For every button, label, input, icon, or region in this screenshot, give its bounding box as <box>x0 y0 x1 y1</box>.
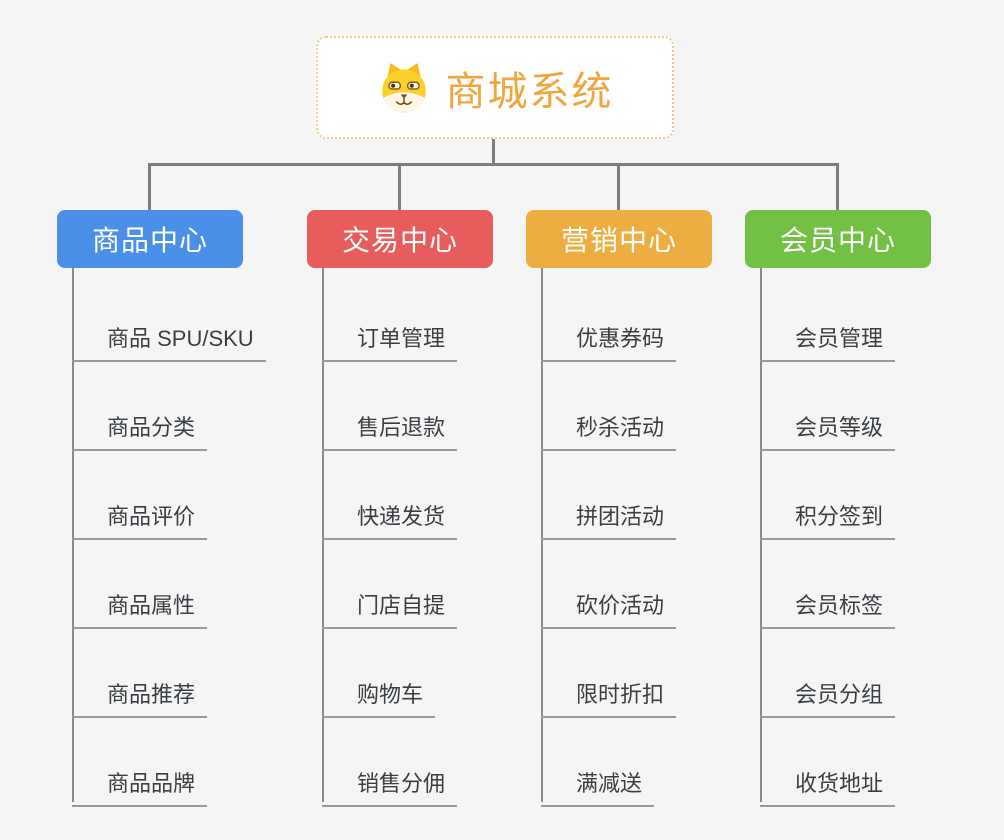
leaf-product-attribute[interactable]: 商品属性 <box>72 579 208 629</box>
connector-branch-3 <box>617 163 620 210</box>
branch-product-center[interactable]: 商品中心 <box>57 210 243 268</box>
leaf-spend-discount[interactable]: 满减送 <box>541 757 655 807</box>
leaf-flash-sale[interactable]: 秒杀活动 <box>541 401 677 451</box>
dog-mascot-icon <box>377 61 431 115</box>
branch-member-center[interactable]: 会员中心 <box>745 210 931 268</box>
leaf-aftersale-refund[interactable]: 售后退款 <box>322 401 458 451</box>
leaf-shipping-address[interactable]: 收货地址 <box>760 757 896 807</box>
leaf-store-pickup[interactable]: 门店自提 <box>322 579 458 629</box>
connector-column-1 <box>72 268 74 802</box>
leaf-coupon-code[interactable]: 优惠券码 <box>541 312 677 362</box>
leaf-member-group[interactable]: 会员分组 <box>760 668 896 718</box>
connector-branch-1 <box>148 163 151 210</box>
leaf-shopping-cart[interactable]: 购物车 <box>322 668 436 718</box>
leaf-product-review[interactable]: 商品评价 <box>72 490 208 540</box>
connector-column-4 <box>760 268 762 802</box>
leaf-express-delivery[interactable]: 快递发货 <box>322 490 458 540</box>
branch-marketing-center[interactable]: 营销中心 <box>526 210 712 268</box>
leaf-member-level[interactable]: 会员等级 <box>760 401 896 451</box>
leaf-time-limited-discount[interactable]: 限时折扣 <box>541 668 677 718</box>
connector-trunk <box>148 163 839 166</box>
connector-branch-4 <box>836 163 839 210</box>
leaf-product-spu-sku[interactable]: 商品 SPU/SKU <box>72 312 266 362</box>
leaf-points-checkin[interactable]: 积分签到 <box>760 490 896 540</box>
leaf-member-tag[interactable]: 会员标签 <box>760 579 896 629</box>
leaf-bargain-activity[interactable]: 砍价活动 <box>541 579 677 629</box>
leaf-product-brand[interactable]: 商品品牌 <box>72 757 208 807</box>
leaf-product-recommend[interactable]: 商品推荐 <box>72 668 208 718</box>
leaf-product-category[interactable]: 商品分类 <box>72 401 208 451</box>
leaf-order-management[interactable]: 订单管理 <box>322 312 458 362</box>
leaf-sales-commission[interactable]: 销售分佣 <box>322 757 458 807</box>
leaf-member-management[interactable]: 会员管理 <box>760 312 896 362</box>
connector-column-2 <box>322 268 324 802</box>
root-node-mall-system[interactable]: 商城系统 <box>316 36 674 139</box>
leaf-group-buy[interactable]: 拼团活动 <box>541 490 677 540</box>
branch-trade-center[interactable]: 交易中心 <box>307 210 493 268</box>
connector-column-3 <box>541 268 543 802</box>
connector-branch-2 <box>398 163 401 210</box>
connector-root-drop <box>492 139 495 165</box>
root-title: 商城系统 <box>445 69 614 114</box>
